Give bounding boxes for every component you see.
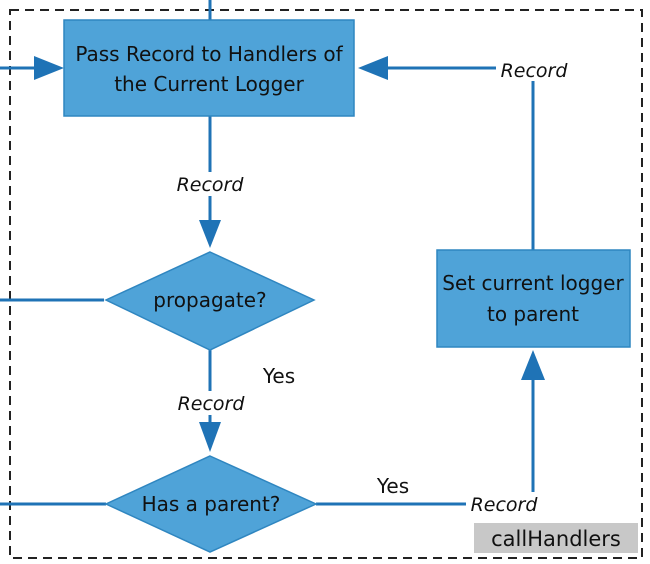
frame-label-text: callHandlers	[491, 527, 621, 551]
node-has-parent: Has a parent?	[104, 455, 318, 553]
node-set-logger-line2: to parent	[487, 302, 579, 326]
edge-label-record-loop: Record	[501, 60, 569, 82]
edge-label-yes-parent: Yes	[376, 474, 409, 498]
edge-label-record-pass: Record	[177, 174, 245, 196]
callhandlers-frame	[9, 9, 643, 559]
node-pass-record-line2: the Current Logger	[114, 72, 304, 96]
arrowhead-loop-back	[358, 56, 388, 80]
node-propagate-label: propagate?	[153, 288, 266, 312]
frame-label-badge: callHandlers	[474, 523, 638, 553]
node-set-logger: Set current logger to parent	[436, 249, 631, 348]
arrowhead-to-set-logger	[521, 350, 545, 380]
arrowhead-pass-to-propagate	[199, 220, 221, 248]
node-propagate: propagate?	[104, 251, 316, 351]
node-set-logger-line1: Set current logger	[442, 271, 624, 295]
edge-label-record-parent: Record	[471, 494, 539, 516]
arrowhead-left-incoming	[34, 56, 64, 80]
arrowhead-propagate-to-parent	[199, 422, 221, 452]
node-has-parent-label: Has a parent?	[142, 492, 281, 516]
edge-label-yes-propagate: Yes	[262, 364, 295, 388]
node-pass-record: Pass Record to Handlers of the Current L…	[63, 19, 355, 117]
edge-label-record-propagate: Record	[178, 393, 246, 415]
node-pass-record-line1: Pass Record to Handlers of	[75, 42, 343, 66]
